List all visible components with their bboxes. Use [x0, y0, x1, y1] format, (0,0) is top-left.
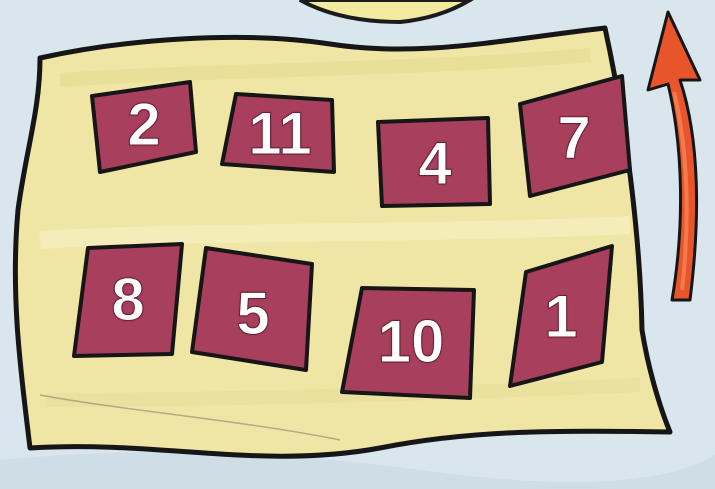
tile-2[interactable]: 2 — [96, 88, 192, 162]
tile-11[interactable]: 11 — [226, 98, 334, 170]
tile-number: 10 — [378, 312, 445, 372]
tile-10[interactable]: 10 — [352, 296, 470, 388]
tile-number: 2 — [127, 95, 160, 155]
tile-number: 1 — [544, 287, 577, 347]
tile-number: 11 — [248, 104, 311, 164]
tile-8[interactable]: 8 — [80, 256, 176, 344]
tile-number: 4 — [418, 134, 451, 194]
tile-number: 5 — [236, 284, 269, 344]
tile-4[interactable]: 4 — [380, 124, 490, 204]
tile-1[interactable]: 1 — [514, 266, 608, 368]
tile-5[interactable]: 5 — [200, 266, 306, 362]
tile-7[interactable]: 7 — [524, 96, 624, 180]
tile-number: 7 — [557, 108, 590, 168]
tile-number: 8 — [111, 270, 144, 330]
